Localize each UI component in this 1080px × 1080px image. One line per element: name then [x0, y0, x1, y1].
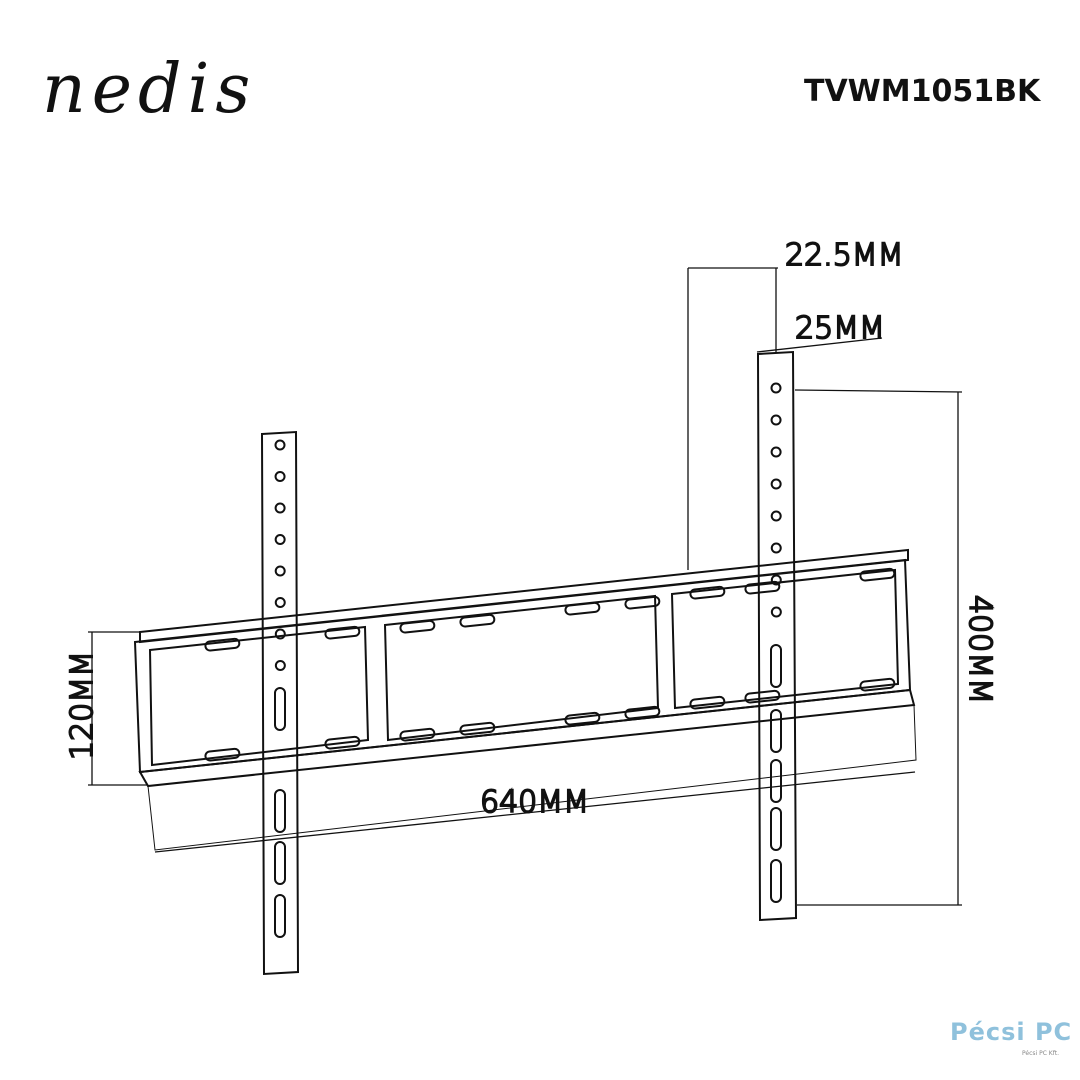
rail-slot [859, 567, 896, 582]
horizontal-rail [133, 548, 917, 851]
mount-slot [770, 709, 782, 753]
dim-22-5mm: 22.5MM [785, 238, 904, 273]
mount-hole [770, 606, 782, 618]
mount-slot [770, 807, 782, 851]
dim-120mm: 120MM [65, 651, 100, 760]
rail-slot [324, 735, 361, 750]
mount-hole [274, 471, 286, 482]
mount-slot [274, 789, 286, 833]
nedis-logo: nedis [42, 50, 257, 129]
mount-slot [770, 759, 782, 803]
dim-400mm: 400MM [962, 595, 997, 704]
mount-hole [770, 382, 782, 394]
mount-hole [770, 478, 782, 490]
rail-slot [744, 689, 781, 704]
mount-hole [770, 446, 782, 458]
mount-slot [274, 841, 286, 885]
rail-slot [624, 705, 661, 720]
mount-hole [274, 565, 286, 577]
rail-slot [564, 711, 601, 726]
left-vertical-arm [260, 430, 300, 976]
dim-25mm: 25MM [795, 311, 885, 346]
rail-slot [689, 585, 726, 600]
rail-slot [459, 721, 496, 736]
mount-hole [770, 542, 782, 554]
mount-hole [770, 574, 782, 586]
watermark-logo: Pécsi PC [950, 1018, 1073, 1046]
mount-hole [770, 414, 782, 426]
model-number: TVWM1051BK [804, 74, 1041, 109]
mount-hole [274, 660, 286, 671]
rail-slot [399, 727, 436, 742]
rail-slot [859, 677, 896, 692]
mount-slot [770, 644, 782, 688]
mount-slot [274, 894, 286, 938]
rail-slot [744, 580, 781, 595]
rail-slot [324, 625, 361, 640]
mount-slot [274, 687, 286, 731]
mount-hole [274, 439, 286, 451]
mount-hole [770, 510, 782, 522]
rail-slot [459, 613, 496, 628]
rail-slot [204, 747, 241, 762]
mount-hole [274, 502, 286, 514]
mount-hole [274, 628, 286, 640]
watermark-subtitle: Pécsi PC Kft. [1022, 1050, 1060, 1057]
rail-slot [204, 637, 241, 652]
mount-hole [274, 597, 286, 608]
rail-slot [624, 595, 661, 610]
dim-640mm: 640MM [480, 785, 589, 820]
mount-slot [770, 859, 782, 903]
rail-slot [689, 695, 726, 710]
mount-hole [274, 534, 286, 545]
right-vertical-arm [756, 350, 798, 922]
rail-slot [399, 619, 436, 634]
rail-slot [564, 601, 601, 616]
